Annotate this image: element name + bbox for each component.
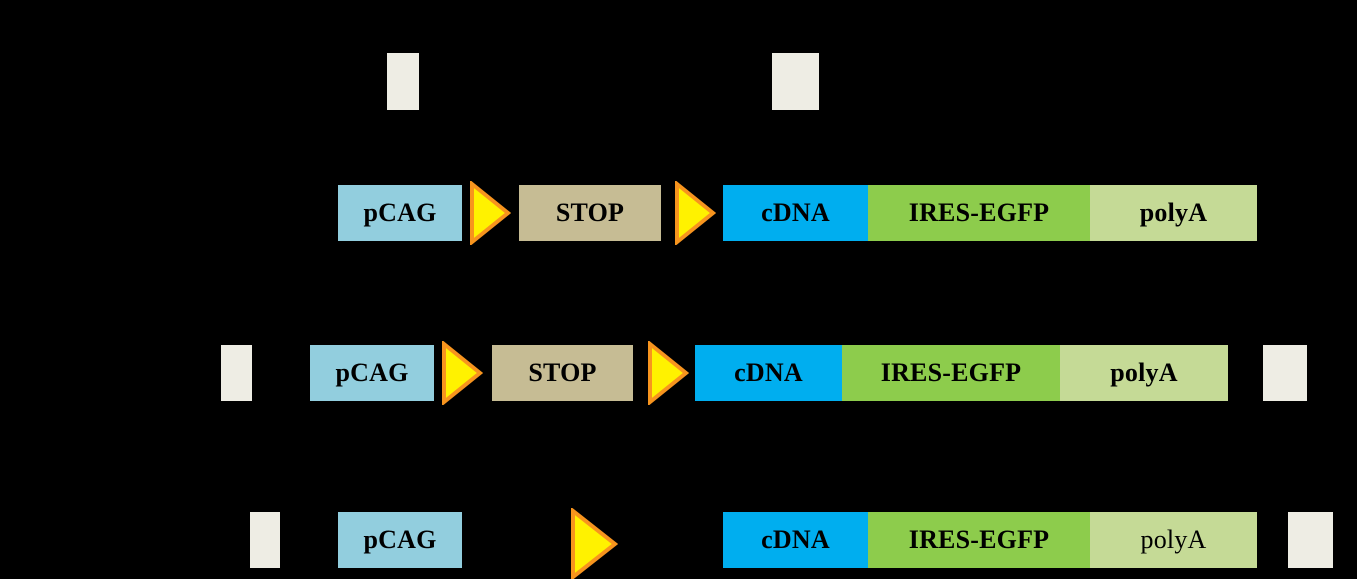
row3-right-box <box>1288 512 1333 568</box>
segment-polya-row1[interactable]: polyA <box>1090 185 1257 241</box>
loxp-site-2-row2[interactable] <box>647 341 689 405</box>
loxp-site-1-row2[interactable] <box>441 341 483 405</box>
segment-promoter-row1[interactable]: pCAG <box>338 185 462 241</box>
segment-cdna-row3[interactable]: cDNA <box>723 512 868 568</box>
header-box-left <box>387 53 419 110</box>
header-box-right <box>772 53 819 110</box>
segment-ires-egfp-row3[interactable]: IRES-EGFP <box>868 512 1090 568</box>
segment-cdna-row2[interactable]: cDNA <box>695 345 842 401</box>
segment-promoter-row3[interactable]: pCAG <box>338 512 462 568</box>
segment-cdna-row1[interactable]: cDNA <box>723 185 868 241</box>
row2-left-box <box>221 345 252 401</box>
construct-row-1: pCAG STOP cDNA IRES-EGFP polyA <box>0 181 1357 245</box>
segment-stop-row2[interactable]: STOP <box>492 345 633 401</box>
loxp-site-2-row1[interactable] <box>674 181 716 245</box>
segment-polya-row2[interactable]: polyA <box>1060 345 1228 401</box>
construct-row-3: pCAG cDNA IRES-EGFP polyA <box>0 508 1357 579</box>
row3-left-box <box>250 512 280 568</box>
segment-ires-egfp-row1[interactable]: IRES-EGFP <box>868 185 1090 241</box>
segment-polya-row3[interactable]: polyA <box>1090 512 1257 568</box>
segment-promoter-row2[interactable]: pCAG <box>310 345 434 401</box>
row2-right-box <box>1263 345 1307 401</box>
construct-row-2: pCAG STOP cDNA IRES-EGFP polyA <box>0 341 1357 405</box>
loxp-site-1-row3[interactable] <box>570 508 618 579</box>
segment-ires-egfp-row2[interactable]: IRES-EGFP <box>842 345 1060 401</box>
segment-stop-row1[interactable]: STOP <box>519 185 661 241</box>
loxp-site-1-row1[interactable] <box>469 181 511 245</box>
